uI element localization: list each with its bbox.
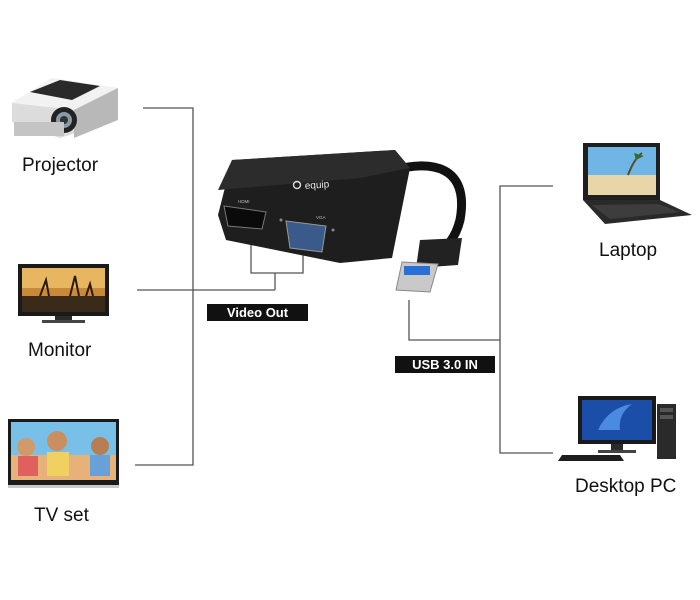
laptop-icon <box>583 143 692 224</box>
projector-label: Projector <box>22 155 99 176</box>
tv-icon <box>8 419 119 488</box>
projector-icon <box>12 78 118 138</box>
adapter-brand: equip <box>304 179 330 192</box>
monitor-icon <box>18 264 109 323</box>
adapter-vga-port-label: VGA <box>316 215 326 220</box>
video-out-tag: Video Out <box>207 304 308 321</box>
desktop-pc-icon <box>558 396 676 461</box>
monitor-label: Monitor <box>28 340 92 361</box>
laptop-line <box>499 185 553 454</box>
usb-in-line <box>408 300 500 341</box>
connector-lines <box>135 107 553 466</box>
projector-line <box>135 107 194 466</box>
usb-in-tag: USB 3.0 IN <box>395 356 495 373</box>
usb-adapter-icon <box>218 150 466 293</box>
adapter-hdmi-port-label: HDMI <box>238 199 250 204</box>
tv-set-label: TV set <box>34 505 89 526</box>
laptop-label: Laptop <box>599 240 658 261</box>
desktop-pc-label: Desktop PC <box>575 476 677 497</box>
